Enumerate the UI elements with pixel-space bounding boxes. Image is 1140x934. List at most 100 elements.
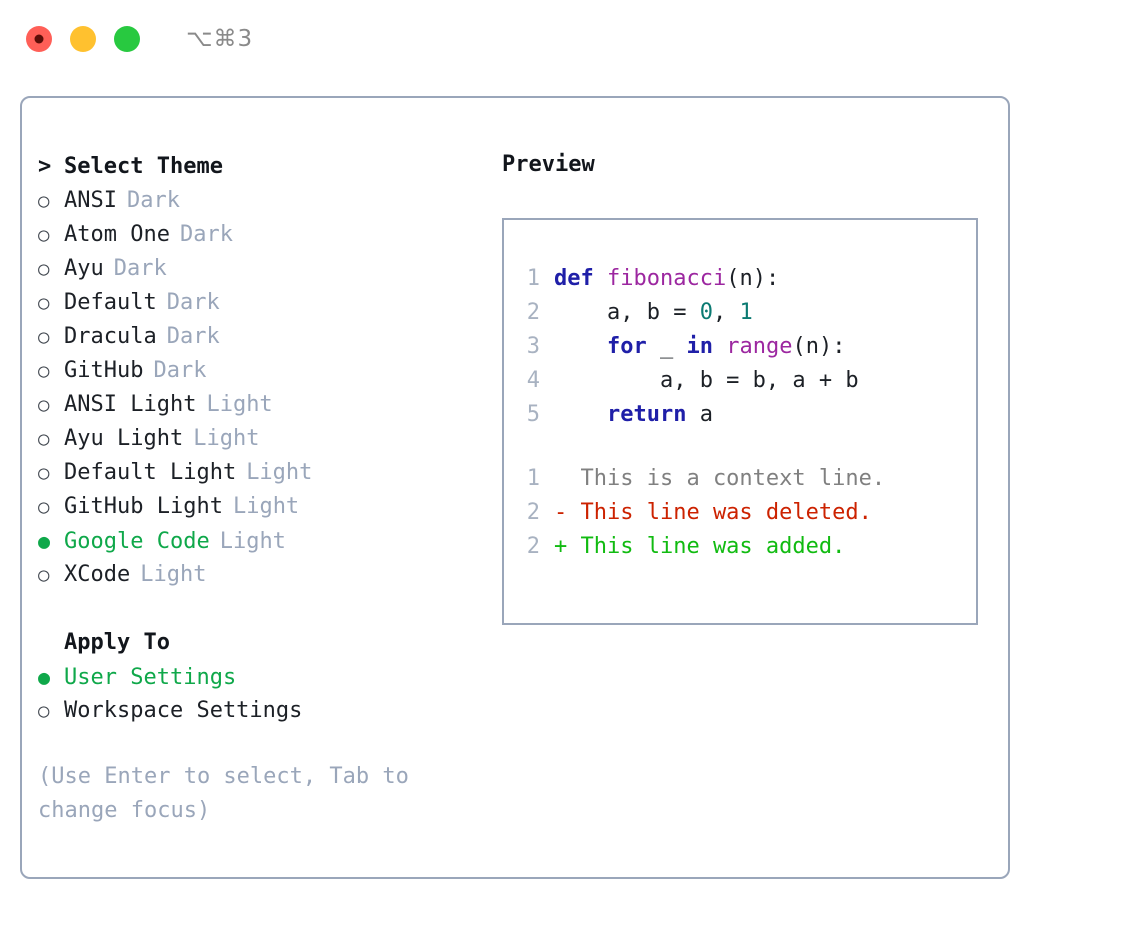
theme-variant-badge: Dark xyxy=(179,222,233,247)
theme-option-default-light[interactable]: ○ Default Light Light xyxy=(38,456,488,490)
radio-selected-icon: ● xyxy=(38,665,51,689)
apply-to-option-label: User Settings xyxy=(64,665,237,690)
theme-option-label: Ayu Light xyxy=(64,426,184,451)
theme-variant-badge: Light xyxy=(193,426,260,451)
radio-unselected-icon: ○ xyxy=(38,326,50,348)
radio-unselected-icon: ○ xyxy=(38,462,50,484)
code-token-num: 1 xyxy=(739,300,753,325)
diff-line-number: 2 xyxy=(526,534,540,559)
code-diff-separator xyxy=(516,432,968,462)
diff-line-text: - This line was deleted. xyxy=(554,500,872,525)
code-line: 4 a, b = b, a + b xyxy=(516,364,968,398)
zoom-button-icon[interactable] xyxy=(114,26,140,52)
code-line-number: 2 xyxy=(526,300,540,325)
theme-option-label: ANSI xyxy=(64,188,117,213)
theme-option-label: Default Light xyxy=(64,460,237,485)
code-line: 2 a, b = 0, 1 xyxy=(516,296,968,330)
apply-to-options-list: ● User Settings ○ Workspace Settings xyxy=(38,660,488,728)
preview-title: Preview xyxy=(502,152,595,177)
theme-option-ayu[interactable]: ○ Ayu Dark xyxy=(38,252,488,286)
help-hint-line-2: change focus) xyxy=(38,798,211,823)
keyboard-shortcut-label: ⌥⌘3 xyxy=(186,26,254,52)
code-token-fn: fibonacci xyxy=(606,266,727,291)
code-token-plain: (n): xyxy=(726,266,780,291)
radio-unselected-icon: ○ xyxy=(38,292,50,314)
theme-variant-badge: Light xyxy=(219,529,286,554)
code-token-plain xyxy=(713,334,726,359)
code-line-number: 1 xyxy=(526,266,540,291)
radio-unselected-icon: ○ xyxy=(38,700,50,722)
code-token-plain xyxy=(554,402,607,427)
radio-unselected-icon: ○ xyxy=(38,258,50,280)
radio-unselected-icon: ○ xyxy=(38,428,50,450)
code-line: 5 return a xyxy=(516,398,968,432)
help-hint-text: (Use Enter to select, Tab to change focu… xyxy=(38,760,458,828)
diff-line-text: This is a context line. xyxy=(554,466,886,491)
code-line: 3 for _ in range(n): xyxy=(516,330,968,364)
close-button-icon[interactable] xyxy=(26,26,52,52)
code-token-plain: , xyxy=(712,300,740,325)
diff-line-ctx: 1 This is a context line. xyxy=(516,462,968,496)
apply-to-option-label: Workspace Settings xyxy=(64,698,303,723)
diff-line-text: + This line was added. xyxy=(554,534,846,559)
radio-unselected-icon: ○ xyxy=(38,496,50,518)
minimize-button-icon[interactable] xyxy=(70,26,96,52)
help-hint-line-1: (Use Enter to select, Tab to xyxy=(38,764,409,789)
theme-option-ansi[interactable]: ○ ANSI Dark xyxy=(38,184,488,218)
code-line-number: 4 xyxy=(526,368,540,393)
theme-variant-badge: Dark xyxy=(126,188,180,213)
theme-variant-badge: Light xyxy=(140,562,207,587)
code-token-num: 0 xyxy=(699,300,713,325)
select-theme-heading: >Select Theme xyxy=(38,150,488,184)
diff-line-number: 1 xyxy=(526,466,540,491)
theme-option-label: GitHub Light xyxy=(64,494,223,519)
radio-unselected-icon: ○ xyxy=(38,224,50,246)
theme-option-github[interactable]: ○ GitHub Dark xyxy=(38,354,488,388)
theme-variant-badge: Light xyxy=(246,460,313,485)
theme-variant-badge: Dark xyxy=(153,358,207,383)
theme-option-label: XCode xyxy=(64,562,131,587)
window-titlebar: ⌥⌘3 xyxy=(0,0,1140,78)
theme-option-ayu-light[interactable]: ○ Ayu Light Light xyxy=(38,422,488,456)
diff-line-add: 2 + This line was added. xyxy=(516,530,968,564)
theme-option-label: Ayu xyxy=(64,256,104,281)
code-line-number: 5 xyxy=(526,402,540,427)
radio-unselected-icon: ○ xyxy=(38,360,50,382)
theme-option-label: Google Code xyxy=(64,529,210,554)
apply-to-title: Apply To xyxy=(64,630,170,655)
theme-variant-badge: Dark xyxy=(113,256,167,281)
apply-to-option-user-settings[interactable]: ● User Settings xyxy=(38,660,488,694)
code-token-kw: for xyxy=(606,334,647,359)
theme-variant-badge: Dark xyxy=(166,290,220,315)
diff-line-del: 2 - This line was deleted. xyxy=(516,496,968,530)
theme-option-label: ANSI Light xyxy=(64,392,197,417)
code-token-fn: range xyxy=(726,334,793,359)
code-token-plain: _ xyxy=(646,334,687,359)
select-theme-title: Select Theme xyxy=(64,154,223,179)
code-token-kw: in xyxy=(686,334,713,359)
code-token-kw: def xyxy=(554,266,607,291)
diff-line-number: 2 xyxy=(526,500,540,525)
diff-block: 1 This is a context line. 2 - This line wa… xyxy=(516,462,968,564)
traffic-light-group xyxy=(26,26,140,52)
theme-option-label: GitHub xyxy=(64,358,144,383)
theme-variant-badge: Dark xyxy=(166,324,220,349)
radio-unselected-icon: ○ xyxy=(38,190,50,212)
apply-to-option-workspace-settings[interactable]: ○ Workspace Settings xyxy=(38,694,488,728)
code-token-plain: a, b = xyxy=(554,300,700,325)
radio-unselected-icon: ○ xyxy=(38,394,50,416)
code-line-number: 3 xyxy=(526,334,540,359)
heading-marker-placeholder: ○ xyxy=(38,626,64,660)
